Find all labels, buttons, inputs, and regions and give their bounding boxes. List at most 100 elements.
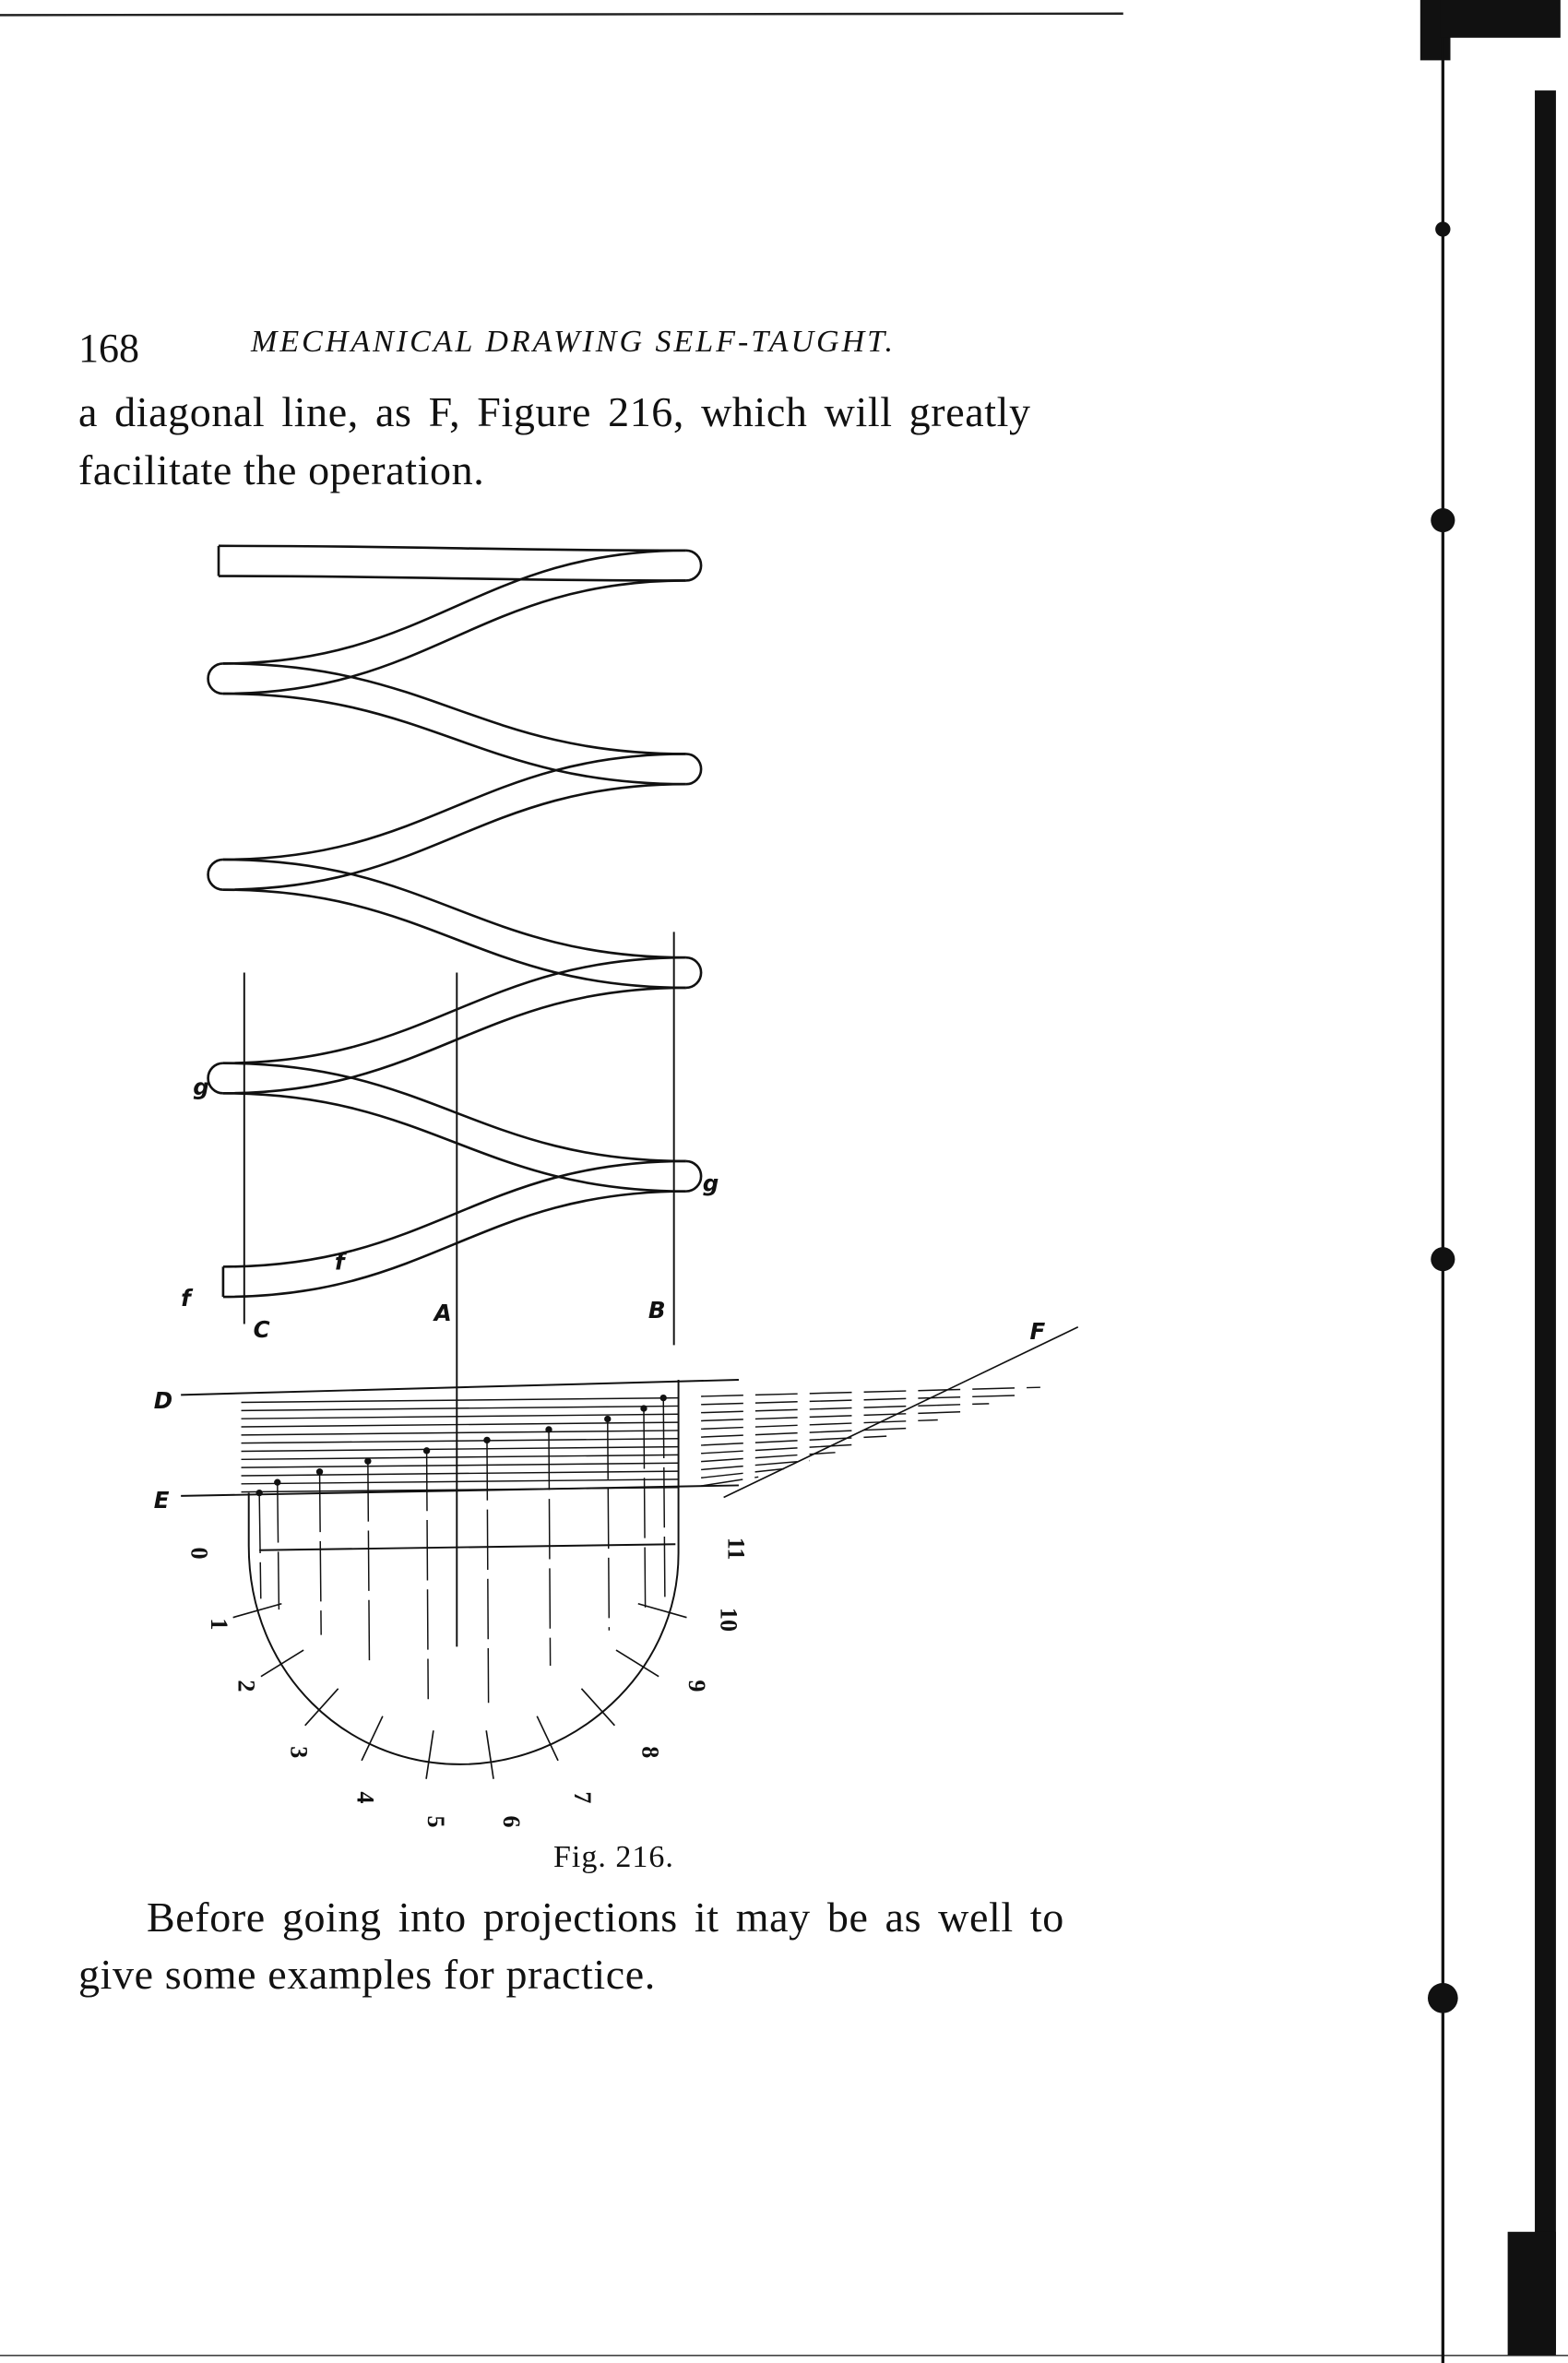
spring-ribbon-edge (222, 1190, 686, 1299)
hatch-line (241, 1462, 679, 1468)
spring-ribbon-edge (219, 575, 686, 582)
division-tick (425, 1730, 434, 1779)
division-number: 4 (351, 1791, 378, 1803)
figure-caption: Fig. 216. (553, 1840, 674, 1874)
division-number: 7 (569, 1791, 596, 1803)
division-number: 5 (422, 1816, 449, 1828)
spring-ribbon-edge (222, 1062, 686, 1163)
hatch-line (241, 1487, 679, 1493)
projector-point (255, 1489, 263, 1497)
projector-point (274, 1478, 281, 1486)
label-D: D (154, 1387, 172, 1414)
label-f-mid: f (335, 1249, 348, 1276)
hatch-dashed-extension (701, 1395, 1016, 1406)
body-line: give some examples for practice. (78, 1951, 656, 1998)
body-line: facilitate the operation. (78, 446, 485, 493)
division-tick (304, 1688, 339, 1727)
book-edge-border (1420, 0, 1561, 2363)
division-number: 1 (206, 1618, 232, 1630)
spring-turn-end (207, 1062, 224, 1095)
hatch-dashed-extension (701, 1427, 912, 1438)
hatch-dashed-extension (701, 1435, 887, 1446)
hatch-dashed-extension (701, 1459, 810, 1471)
figure-labels: g g f f C A B F D E (154, 1074, 1046, 1514)
projector-line (425, 1450, 429, 1700)
projector-line (277, 1482, 280, 1610)
spring-ribbon-edge (222, 549, 686, 665)
division-number: 8 (636, 1746, 663, 1758)
projector-line (367, 1461, 371, 1665)
hatch-line (241, 1413, 679, 1419)
projector-line (258, 1492, 262, 1599)
body-line: Before going into projections it may be … (147, 1894, 1064, 1941)
spring-ribbon-edge (222, 753, 686, 861)
division-number: 2 (232, 1680, 259, 1692)
division-tick (361, 1716, 384, 1762)
spring-ribbon-edge (222, 858, 686, 959)
spring-turn-end (685, 1159, 703, 1193)
projector-line (607, 1419, 611, 1631)
projector-point (422, 1447, 431, 1455)
hatch-line (241, 1430, 679, 1436)
label-g-left: g (193, 1074, 209, 1100)
projector-line (486, 1440, 490, 1704)
division-tick (615, 1649, 659, 1678)
division-tick (232, 1602, 282, 1619)
division-number: 0 (186, 1547, 213, 1559)
hatch-line (241, 1454, 679, 1461)
label-C: C (254, 1316, 270, 1343)
hatch-line (241, 1470, 679, 1477)
projection-hatch-lines (241, 1386, 1040, 1704)
hatch-line (241, 1445, 679, 1453)
hatch-dashed-extension (701, 1467, 785, 1479)
construction-lines (181, 932, 1079, 1765)
division-tick (485, 1730, 494, 1779)
hatch-dashed-extension (701, 1410, 964, 1422)
projector-point (315, 1468, 324, 1476)
spring-ribbon-edge (222, 662, 686, 755)
projector-point (604, 1415, 612, 1423)
hatch-dashed-extension (701, 1452, 836, 1463)
projector-line (662, 1397, 666, 1597)
label-f-left: f (181, 1285, 194, 1312)
division-number: 10 (715, 1608, 742, 1632)
helical-spring-drawing (207, 544, 703, 1299)
projector-point (640, 1405, 647, 1412)
label-B: B (648, 1297, 666, 1324)
running-title: MECHANICAL DRAWING SELF-TAUGHT. (251, 325, 897, 359)
projector-point (659, 1394, 667, 1402)
projector-point (364, 1457, 372, 1465)
spring-turn-end (685, 753, 703, 786)
hatch-line (241, 1438, 679, 1444)
body-line: a diagonal line, as F, Figure 216, which… (78, 388, 1031, 435)
division-number: 3 (285, 1746, 312, 1758)
spring-ribbon-edge (219, 544, 686, 552)
division-tick (637, 1602, 687, 1619)
division-number: 6 (498, 1816, 525, 1828)
hatch-line (241, 1396, 679, 1404)
hatch-line (241, 1405, 679, 1412)
hatch-dashed-extension (700, 1476, 759, 1487)
spring-ribbon-edge (222, 986, 686, 1095)
spring-turn-end (685, 549, 703, 582)
hatch-line (241, 1478, 679, 1485)
spring-ribbon-edge (222, 782, 686, 891)
hatch-dashed-extension (701, 1419, 938, 1431)
division-tick (536, 1716, 559, 1762)
projector-point (545, 1426, 552, 1433)
division-tick (260, 1649, 304, 1678)
label-A: A (433, 1300, 452, 1326)
division-number: 11 (723, 1538, 750, 1561)
spring-ribbon-edge (222, 579, 686, 695)
label-g-right: g (703, 1170, 719, 1197)
hatch-dashed-extension (701, 1386, 1040, 1397)
spring-ribbon-edge (222, 1159, 686, 1268)
spring-ribbon-edge (222, 888, 686, 990)
spring-turn-end (685, 956, 703, 990)
label-E: E (154, 1487, 170, 1514)
page-number: 168 (78, 326, 139, 371)
projector-line (548, 1429, 552, 1666)
spring-ribbon-edge (222, 692, 686, 786)
